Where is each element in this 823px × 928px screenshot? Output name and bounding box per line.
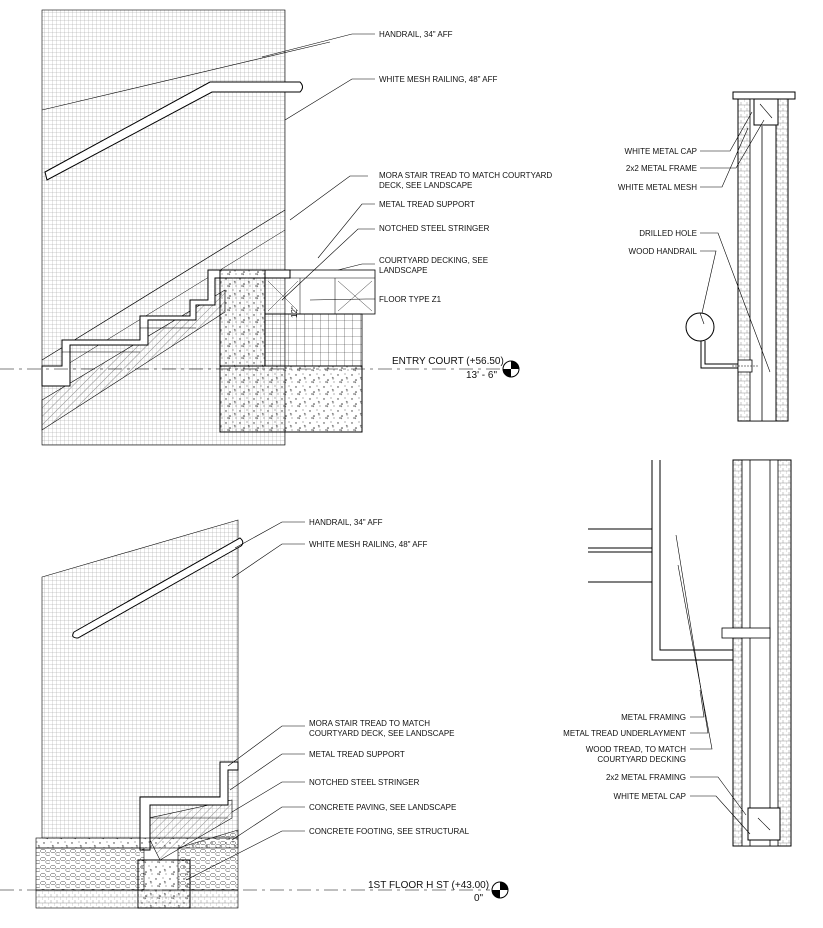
bottom-detail-label-wood-tread: WOOD TREAD, TO MATCH (586, 745, 687, 754)
top-floor-z1 (264, 313, 363, 367)
top-label-metal-tread-support: METAL TREAD SUPPORT (379, 200, 475, 209)
detail-label-wood-handrail: WOOD HANDRAIL (629, 247, 698, 256)
bottom-mesh-panel (41, 519, 239, 839)
top-detail-wood-handrail (685, 312, 758, 373)
top-label-handrail: HANDRAIL, 34" AFF (379, 30, 453, 39)
bottom-level-elevation: 0" (474, 893, 484, 904)
bottom-gravel (35, 847, 145, 891)
bottom-right-tread-detail: METAL FRAMING METAL TREAD UNDERLAYMENT W… (563, 459, 792, 847)
top-label-courtyard-decking-2: LANDSCAPE (379, 266, 427, 275)
top-label-mora-tread: MORA STAIR TREAD TO MATCH COURTYARD (379, 171, 552, 180)
bottom-detail-label-white-metal-cap: WHITE METAL CAP (614, 792, 686, 801)
top-label-white-mesh-railing: WHITE MESH RAILING, 48" AFF (379, 75, 498, 84)
bottom-detail-label-metal-framing: METAL FRAMING (621, 713, 686, 722)
bottom-label-mora-tread-2: COURTYARD DECK, SEE LANDSCAPE (309, 729, 455, 738)
top-level-marker (502, 360, 520, 378)
detail-label-drilled-hole: DRILLED HOLE (639, 229, 697, 238)
bottom-handrail (72, 537, 244, 639)
bottom-label-concrete-footing: CONCRETE FOOTING, SEE STRUCTURAL (309, 827, 470, 836)
top-dim-12: 12" (290, 306, 299, 318)
bottom-detail-label-wood-tread-2: COURTYARD DECKING (597, 755, 686, 764)
bottom-label-notched-stringer: NOTCHED STEEL STRINGER (309, 778, 420, 787)
top-label-courtyard-decking: COURTYARD DECKING, SEE (379, 256, 488, 265)
top-right-railing-detail: WHITE METAL CAP 2x2 METAL FRAME WHITE ME… (618, 91, 796, 422)
bottom-detail-label-2x2-framing: 2x2 METAL FRAMING (606, 773, 686, 782)
top-label-notched-stringer: NOTCHED STEEL STRINGER (379, 224, 490, 233)
bottom-level-name: 1ST FLOOR H ST (+43.00) (368, 880, 489, 891)
top-stair-section: 12" ENTRY COURT (+56.50) 13' - 6" HANDRA… (0, 9, 552, 446)
top-detail-metal-frame (753, 98, 779, 126)
bottom-label-concrete-paving: CONCRETE PAVING, SEE LANDSCAPE (309, 803, 456, 812)
bottom-label-white-mesh-railing: WHITE MESH RAILING, 48" AFF (309, 540, 428, 549)
top-label-floor-type: FLOOR TYPE Z1 (379, 295, 442, 304)
top-concrete-footing (219, 365, 363, 433)
bottom-label-metal-tread-support: METAL TREAD SUPPORT (309, 750, 405, 759)
top-concrete-wall (219, 269, 266, 367)
top-courtyard-decking (264, 269, 376, 315)
detail-label-metal-frame: 2x2 METAL FRAME (626, 164, 697, 173)
bottom-level-marker (491, 881, 509, 899)
top-level-elevation: 13' - 6" (466, 370, 497, 381)
detail-label-white-metal-mesh: WHITE METAL MESH (618, 183, 697, 192)
bottom-label-handrail: HANDRAIL, 34" AFF (309, 518, 383, 527)
top-label-mora-tread-2: DECK, SEE LANDSCAPE (379, 181, 472, 190)
bottom-stair-section: 1ST FLOOR H ST (+43.00) 0" HANDRAIL, 34"… (0, 518, 509, 909)
bottom-detail-label-underlayment: METAL TREAD UNDERLAYMENT (563, 729, 686, 738)
top-handrail (44, 81, 303, 181)
top-level-name: ENTRY COURT (+56.50) (392, 356, 504, 367)
detail-label-white-metal-cap: WHITE METAL CAP (625, 147, 697, 156)
bottom-label-mora-tread: MORA STAIR TREAD TO MATCH (309, 719, 430, 728)
